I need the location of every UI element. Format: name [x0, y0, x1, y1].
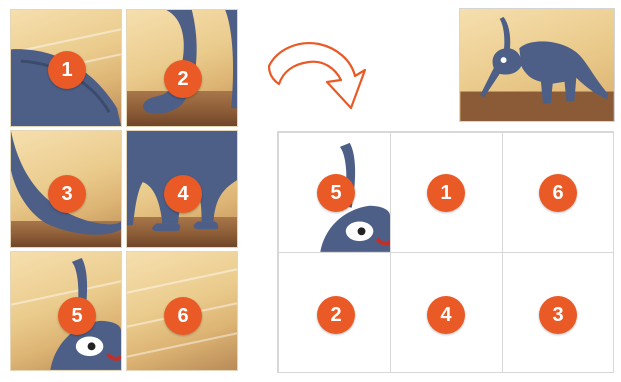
board-cell-2[interactable]: 1 [390, 132, 503, 253]
board-cell-badge: 5 [317, 174, 355, 212]
puzzle-piece-4[interactable]: 4 [126, 130, 238, 248]
piece-number-badge: 5 [58, 297, 96, 335]
board-cell-badge: 1 [427, 174, 465, 212]
puzzle-piece-3[interactable]: 3 [10, 130, 122, 248]
aardvark-reference-image [460, 9, 614, 121]
piece-number-badge: 2 [164, 60, 202, 98]
piece-number-badge: 4 [164, 175, 202, 213]
board-cell-6[interactable]: 3 [502, 252, 614, 373]
piece-number-badge: 6 [164, 297, 202, 335]
board-cell-badge: 3 [539, 296, 577, 334]
puzzle-piece-5[interactable]: 5 [10, 251, 122, 371]
puzzle-piece-6[interactable]: 6 [126, 251, 238, 371]
board-cell-badge: 2 [317, 296, 355, 334]
board-cell-1[interactable]: 5 [278, 132, 391, 253]
board-cell-5[interactable]: 4 [390, 252, 503, 373]
board-cell-badge: 6 [539, 174, 577, 212]
piece-number-badge: 1 [48, 51, 86, 89]
board-cell-badge: 4 [427, 296, 465, 334]
puzzle-board: 5 1 6 2 4 3 [277, 131, 614, 373]
puzzle-piece-1[interactable]: 1 [10, 9, 122, 127]
puzzle-piece-2[interactable]: 2 [126, 9, 238, 127]
reference-image [459, 8, 615, 122]
piece-number-badge: 3 [48, 175, 86, 213]
curved-arrow-icon [263, 32, 375, 114]
board-cell-4[interactable]: 2 [278, 252, 391, 373]
board-cell-3[interactable]: 6 [502, 132, 614, 253]
